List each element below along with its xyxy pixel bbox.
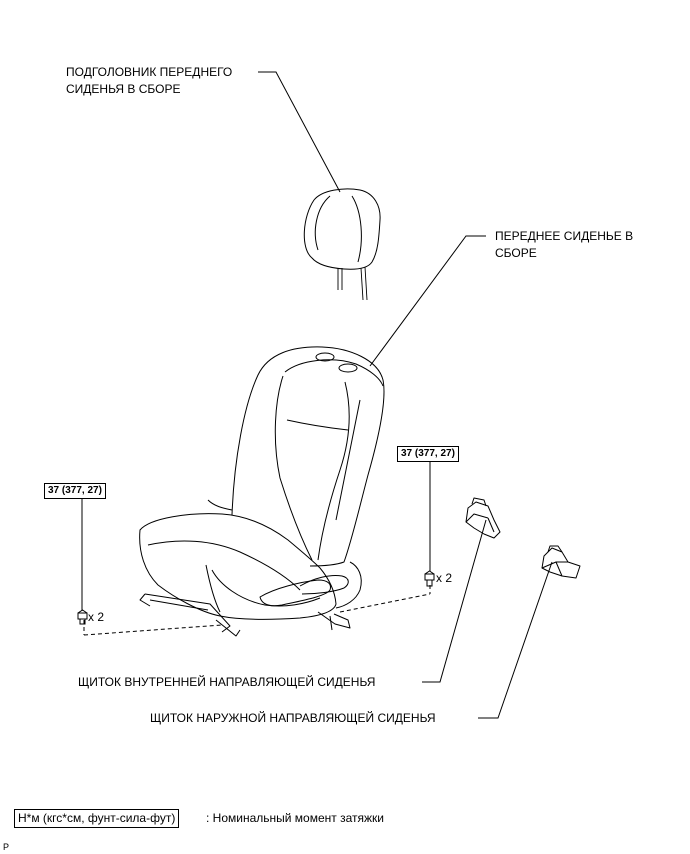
bolt-quantity-right: x 2 <box>436 571 453 585</box>
page-reference: P <box>3 842 10 852</box>
legend-description: : Номинальный момент затяжки <box>206 811 384 825</box>
inner-guide-cover-drawing <box>465 497 501 539</box>
bolt-right-icon <box>424 570 435 587</box>
seat-label-line-2: СБОРЕ <box>495 246 537 260</box>
headrest-label: ПОДГОЛОВНИК ПЕРЕДНЕГО СИДЕНЬЯ В СБОРЕ <box>66 64 232 98</box>
outer-guide-cover-drawing <box>541 545 581 579</box>
inner-guide-cover-label: ЩИТОК ВНУТРЕННЕЙ НАПРАВЛЯЮЩЕЙ СИДЕНЬЯ <box>78 675 376 689</box>
leader-lines <box>81 71 553 719</box>
seat-label: ПЕРЕДНЕЕ СИДЕНЬЕ В СБОРЕ <box>495 228 633 262</box>
headrest-label-line-1: ПОДГОЛОВНИК ПЕРЕДНЕГО <box>66 65 233 79</box>
seat-label-line-1: ПЕРЕДНЕЕ СИДЕНЬЕ В <box>495 229 634 243</box>
outer-guide-cover-label: ЩИТОК НАРУЖНОЙ НАПРАВЛЯЮЩЕЙ СИДЕНЬЯ <box>150 711 436 725</box>
legend-unit-box: Н*м (кгс*см, фунт-сила-фут) <box>14 809 180 828</box>
headrest-label-line-2: СИДЕНЬЯ В СБОРЕ <box>66 82 181 96</box>
front-seat-drawing <box>83 346 431 637</box>
bolt-quantity-left: x 2 <box>88 610 105 624</box>
headrest-drawing <box>303 188 381 301</box>
torque-spec-right: 37 (377, 27) <box>397 446 459 462</box>
torque-spec-left: 37 (377, 27) <box>44 483 106 499</box>
bolt-left-icon <box>77 609 88 625</box>
